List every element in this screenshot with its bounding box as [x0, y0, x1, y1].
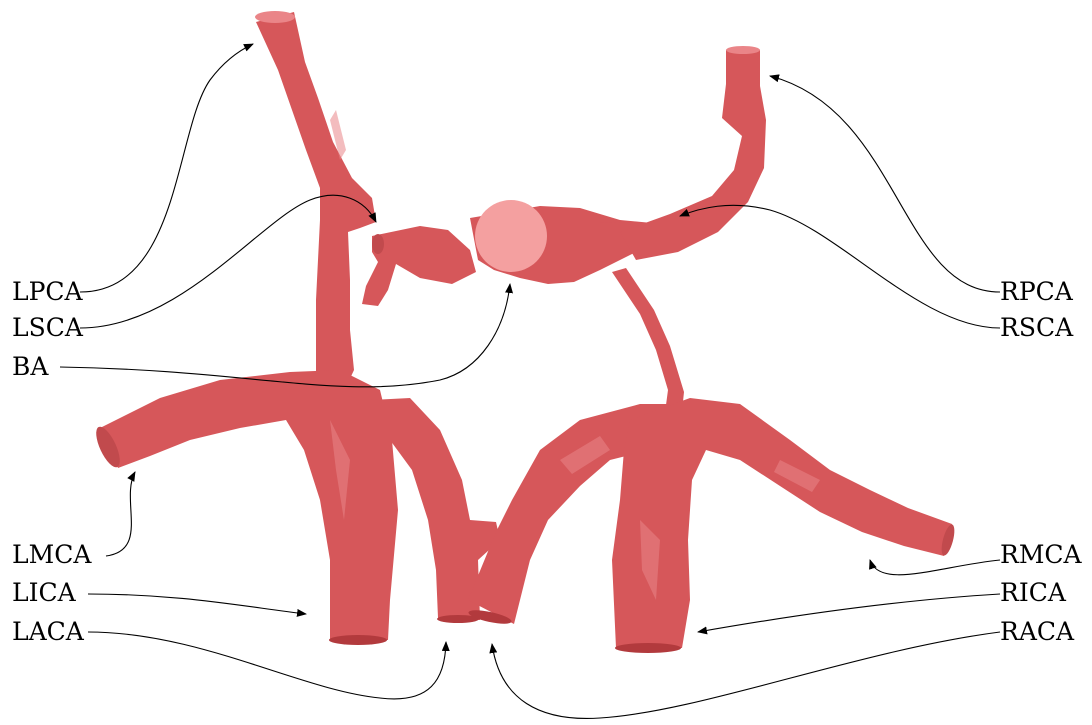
label-ba: BA: [12, 352, 49, 381]
artery-model: [91, 11, 957, 653]
rpca-vessel: [620, 50, 766, 260]
label-rica: RICA: [1000, 578, 1067, 607]
leader-lica: [88, 594, 306, 614]
leader-rica: [698, 594, 1000, 632]
label-lmca: LMCA: [12, 540, 92, 569]
label-rmca: RMCA: [1000, 540, 1083, 569]
ba-cap: [475, 200, 547, 272]
lpca-opening: [255, 11, 295, 23]
leader-laca: [88, 632, 446, 699]
leader-lines: [60, 44, 1000, 718]
leader-rsca: [680, 205, 1000, 328]
lpca-vessel: [256, 12, 376, 402]
leader-rmca: [870, 560, 1000, 575]
leader-raca: [492, 632, 1000, 718]
leader-rpca: [770, 76, 1000, 292]
leader-lmca: [106, 472, 135, 556]
rmca-rica-vessel: [612, 398, 952, 648]
leader-lpca: [80, 44, 253, 292]
label-lsca: LSCA: [12, 313, 84, 342]
label-lica: LICA: [12, 578, 77, 607]
labels-right: RPCA RSCA RMCA RICA RACA: [1000, 277, 1083, 646]
label-lpca: LPCA: [12, 277, 84, 306]
label-rpca: RPCA: [1000, 277, 1074, 306]
leader-ba: [60, 284, 510, 387]
label-laca: LACA: [12, 617, 85, 646]
label-rsca: RSCA: [1000, 313, 1074, 342]
lmca-lica-vessel: [100, 370, 398, 640]
rpca-opening: [726, 46, 760, 54]
label-raca: RACA: [1000, 617, 1075, 646]
labels-left: LPCA LSCA BA LMCA LICA LACA: [12, 277, 92, 646]
